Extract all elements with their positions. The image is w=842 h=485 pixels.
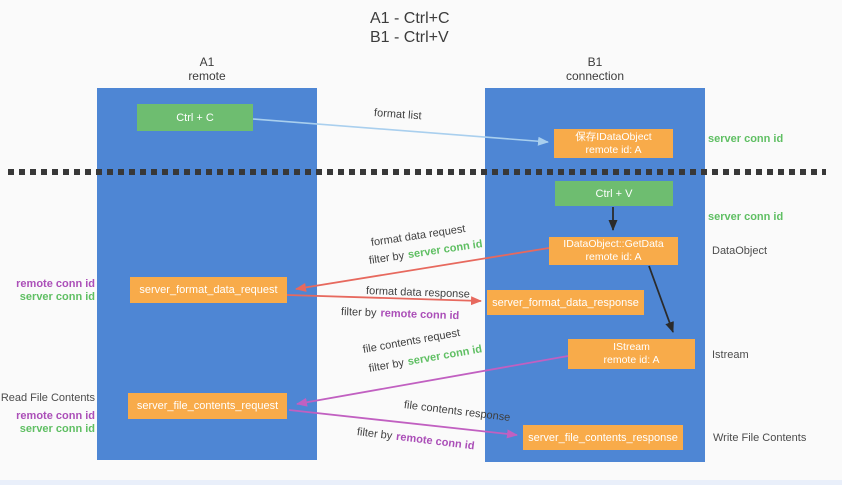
label-server-conn-id-mid: server conn id [708, 211, 784, 223]
dotted-divider-line [8, 169, 826, 175]
node-server-format-data-response-label: server_format_data_response [492, 296, 639, 309]
node-ctrl-c: Ctrl + C [137, 104, 253, 131]
filter-key-remote-conn-id: remote conn id [380, 307, 460, 323]
node-ctrl-v-label: Ctrl + V [595, 187, 633, 200]
label-server-conn-id-top: server conn id [708, 133, 784, 145]
node-ctrl-v: Ctrl + V [555, 181, 673, 206]
label-block-mid-left: remote conn id server conn id [0, 278, 95, 304]
node-getdata-line2: remote id: A [585, 251, 642, 263]
node-server-format-data-request-label: server_format_data_request [139, 284, 278, 296]
bottom-edge-strip [0, 480, 842, 485]
node-getdata-line1: IDataObject::GetData [563, 238, 664, 250]
node-server-file-contents-request: server_file_contents_request [128, 393, 287, 419]
filter-key-remote-conn-id: remote conn id [395, 430, 476, 453]
node-server-format-data-response: server_format_data_response [487, 290, 644, 315]
lane-header-b1: B1 connection [485, 55, 705, 83]
node-istream-line2: remote id: A [603, 354, 660, 366]
filter-by-prefix: filter by [340, 306, 377, 320]
node-server-file-contents-response-label: server_file_contents_response [528, 431, 678, 444]
label-istream: Istream [712, 349, 749, 361]
node-ctrl-c-label: Ctrl + C [176, 111, 214, 124]
node-istream: IStream remote id: A [568, 339, 695, 369]
node-save-idataobject-line2: remote id: A [585, 143, 642, 156]
label-remote-conn-id-mid: remote conn id [16, 278, 95, 290]
label-server-conn-id-bottom: server conn id [19, 423, 95, 435]
label-remote-conn-id-bottom: remote conn id [16, 410, 95, 422]
node-idataobject-getdata: IDataObject::GetData remote id: A [549, 237, 678, 265]
lane-header-a1: A1 remote [97, 55, 317, 83]
node-server-file-contents-request-label: server_file_contents_request [136, 400, 279, 412]
diagram-title-line1: A1 - Ctrl+C [370, 10, 450, 27]
filter-key-server-conn-id: server conn id [406, 343, 483, 369]
filter-by-prefix: filter by [367, 356, 405, 375]
arrow-label-format-list: format list [373, 107, 422, 123]
node-server-file-contents-response: server_file_contents_response [523, 425, 683, 450]
filter-by-prefix: filter by [356, 426, 393, 443]
arrow-label-format-data-response: format data response [365, 285, 471, 301]
label-write-file-contents: Write File Contents [713, 432, 807, 444]
node-save-idataobject-line1: 保存IDataObject [575, 130, 652, 143]
diagram-title-line2: B1 - Ctrl+V [370, 29, 449, 46]
lane-a1-subtitle: remote [188, 69, 226, 83]
label-read-file-contents: Read File Contents [0, 392, 95, 404]
node-server-format-data-request: server_format_data_request [130, 277, 287, 303]
filter-by-prefix: filter by [368, 249, 405, 267]
label-block-bottom-left: remote conn id server conn id [0, 410, 95, 436]
lane-b1-title: B1 [587, 55, 603, 69]
node-save-idataobject: 保存IDataObject remote id: A [554, 129, 673, 158]
node-istream-line1: IStream [613, 341, 650, 353]
lane-a1-title: A1 [199, 55, 215, 69]
label-dataobject: DataObject [712, 245, 768, 257]
label-server-conn-id-mid-left: server conn id [19, 291, 95, 303]
lane-b1-subtitle: connection [565, 69, 625, 83]
